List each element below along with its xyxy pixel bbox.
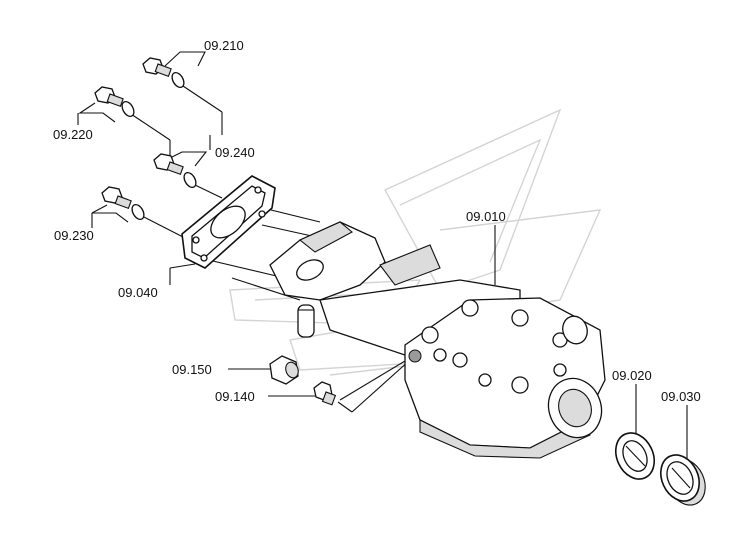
leader-09-040 <box>169 263 196 269</box>
leader-09-240-b <box>194 184 223 199</box>
housing-09-010 <box>269 221 606 459</box>
leader-09-210-a <box>179 83 223 113</box>
leader-09-230-a <box>139 214 186 239</box>
label-09-150: 09.150 <box>172 362 212 377</box>
leader-09-220-a <box>127 111 171 141</box>
assembly-line-4 <box>231 277 301 301</box>
label-09-240: 09.240 <box>215 145 255 160</box>
leader-09-140-b <box>337 401 353 413</box>
assembly-line-5 <box>339 357 411 401</box>
label-09-210: 09.210 <box>204 38 244 53</box>
label-09-020: 09.020 <box>612 368 652 383</box>
label-09-030: 09.030 <box>661 389 701 404</box>
fitting-09-140 <box>313 381 337 406</box>
label-09-010: 09.010 <box>466 209 506 224</box>
leader-09-210-bracket <box>164 51 206 67</box>
leader-09-240-bracket <box>165 151 208 167</box>
label-09-230: 09.230 <box>54 228 94 243</box>
bolt-09-230 <box>101 186 145 221</box>
label-09-040: 09.040 <box>118 285 158 300</box>
plug-09-150 <box>269 355 299 385</box>
label-09-220: 09.220 <box>53 127 93 142</box>
assembly-line-3 <box>199 257 286 279</box>
bolt-09-220 <box>94 86 135 118</box>
label-09-140: 09.140 <box>215 389 255 404</box>
bushing-09-030 <box>659 454 706 506</box>
bolt-09-240 <box>153 153 197 189</box>
leader-09-230-bracket <box>91 204 129 223</box>
leader-09-140-c <box>351 359 411 413</box>
gasket-plate-09-040 <box>181 175 276 269</box>
seal-09-020 <box>614 432 656 480</box>
leader-09-220-bracket <box>78 102 116 123</box>
bolt-09-210 <box>142 57 185 89</box>
